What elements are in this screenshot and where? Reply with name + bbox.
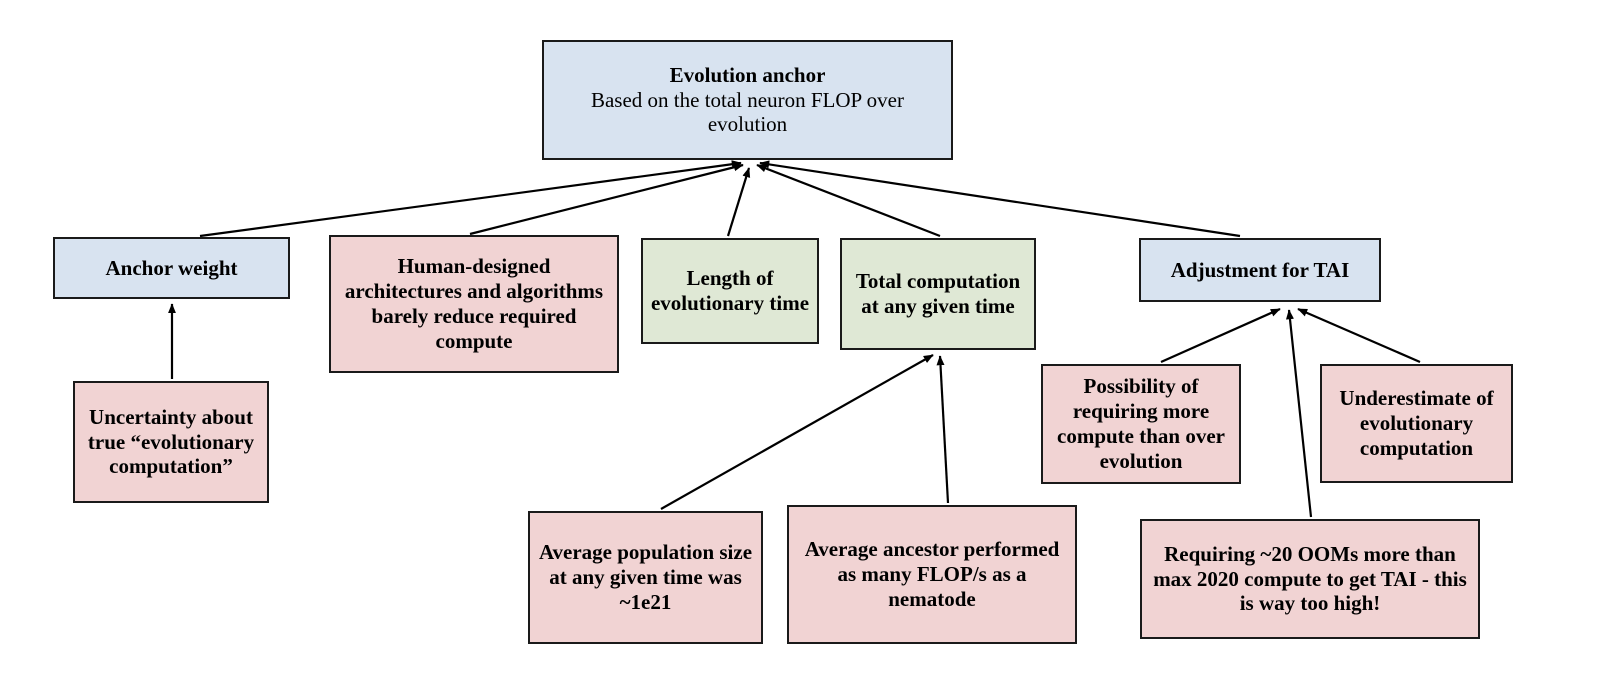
edge-length-time-to-evolution-anchor bbox=[726, 167, 751, 237]
node-total-computation-any-given-time-title: Total computation at any given time bbox=[855, 269, 1021, 318]
node-anchor-weight-title: Anchor weight bbox=[105, 255, 238, 280]
edge-possibility-to-adjustment-tai bbox=[1160, 307, 1281, 364]
node-possibility-of-requiring-more-compute[interactable]: Possibility of requiring more compute th… bbox=[1041, 364, 1241, 484]
node-evolution-anchor-title: Evolution anchor bbox=[669, 62, 826, 87]
edge-human-designed-to-evolution-anchor bbox=[469, 163, 744, 236]
edge-anchor-weight-to-evolution-anchor bbox=[199, 160, 742, 238]
edge-requiring-ooms-to-adjustment-tai bbox=[1285, 309, 1313, 518]
node-average-population-size-title: Average population size at any given tim… bbox=[538, 540, 753, 614]
node-average-population-size[interactable]: Average population size at any given tim… bbox=[528, 511, 763, 644]
edge-avg-ancestor-to-total-computation bbox=[936, 355, 950, 504]
node-uncertainty-about-true-evolutionary-computation[interactable]: Uncertainty about true “evolutionary com… bbox=[73, 381, 269, 503]
edge-total-computation-to-evolution-anchor bbox=[756, 163, 941, 238]
node-underestimate-of-evolutionary-computation-title: Underestimate of evolutionary computatio… bbox=[1339, 386, 1494, 460]
node-evolution-anchor-subtitle: Based on the total neuron FLOP over evol… bbox=[590, 87, 904, 137]
node-length-of-evolutionary-time-title: Length of evolutionary time bbox=[650, 266, 810, 315]
node-requiring-20-ooms-title: Requiring ~20 OOMs more than max 2020 co… bbox=[1153, 541, 1467, 616]
edge-avg-population-to-total-computation bbox=[660, 354, 934, 510]
node-average-ancestor-flops[interactable]: Average ancestor performed as many FLOP/… bbox=[787, 505, 1077, 644]
node-requiring-20-ooms[interactable]: Requiring ~20 OOMs more than max 2020 co… bbox=[1140, 519, 1480, 639]
node-adjustment-for-tai-title: Adjustment for TAI bbox=[1170, 257, 1350, 282]
node-evolution-anchor[interactable]: Evolution anchor Based on the total neur… bbox=[542, 40, 953, 160]
node-human-designed-architectures[interactable]: Human-designed architectures and algorit… bbox=[329, 235, 619, 373]
node-length-of-evolutionary-time[interactable]: Length of evolutionary time bbox=[641, 238, 819, 344]
node-uncertainty-about-true-evolutionary-computation-title: Uncertainty about true “evolutionary com… bbox=[87, 404, 255, 479]
node-underestimate-of-evolutionary-computation[interactable]: Underestimate of evolutionary computatio… bbox=[1320, 364, 1513, 483]
node-average-ancestor-flops-title: Average ancestor performed as many FLOP/… bbox=[804, 537, 1060, 611]
edge-underestimate-to-adjustment-tai bbox=[1297, 307, 1421, 364]
node-adjustment-for-tai[interactable]: Adjustment for TAI bbox=[1139, 238, 1381, 302]
node-possibility-of-requiring-more-compute-title: Possibility of requiring more compute th… bbox=[1057, 374, 1225, 473]
node-anchor-weight[interactable]: Anchor weight bbox=[53, 237, 290, 299]
edge-adjustment-tai-to-evolution-anchor bbox=[759, 160, 1241, 238]
node-total-computation-any-given-time[interactable]: Total computation at any given time bbox=[840, 238, 1036, 350]
node-human-designed-architectures-title: Human-designed architectures and algorit… bbox=[344, 254, 604, 353]
